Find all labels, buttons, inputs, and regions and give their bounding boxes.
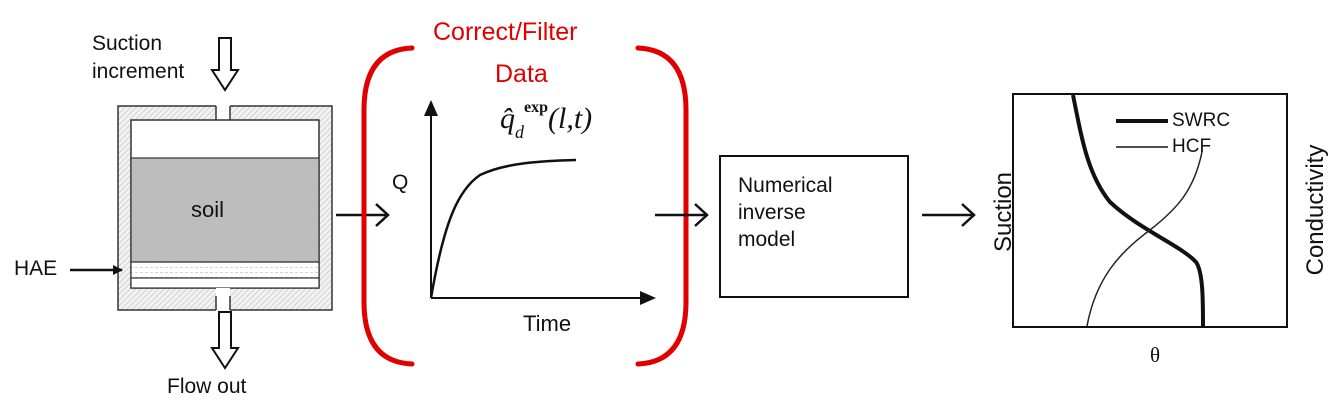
result-plot-frame [1012,93,1288,328]
hae-disk [130,261,320,279]
time-axis-label: Time [523,311,572,336]
equation-subscript: d [515,122,524,142]
equation-symbol: q̂ [500,102,515,135]
soil-label: soil [191,197,225,222]
flow-arrow-icon [336,203,390,227]
filter-bracket-right [635,45,689,367]
model-label-line2: inverse [738,201,806,224]
time-axis-arrowhead-icon [640,291,656,305]
legend-label-hcf: HCF [1172,136,1212,157]
equation-superscript: exp [524,99,548,116]
suction-axis-label: Suction [990,171,1017,253]
flow-out-label: Flow out [167,375,247,398]
test-cell [117,104,333,314]
bottom-port [216,288,230,314]
q-axis-arrowhead-icon [424,100,438,116]
model-box [719,155,909,298]
result-plot [1012,93,1288,328]
soil-layer [130,157,320,263]
outflow-curve [429,158,577,299]
outflow-equation: q̂dexp(l,t) [500,100,593,148]
conductivity-axis-label: Conductivity [1302,144,1329,276]
legend-label-swrc: SWRC [1172,110,1231,131]
flow-arrow-icon [655,203,709,227]
hcf-curve [1086,151,1203,327]
model-label-line3: model [738,228,796,251]
filter-bracket [361,45,689,367]
theta-axis-label: θ [1150,343,1161,367]
suction-label-line2: increment [92,60,185,83]
model-label-line1: Numerical [738,174,833,197]
q-axis-label: Q [392,171,409,194]
filter-label-line1: Correct/Filter [433,18,578,46]
hae-label: HAE [14,257,58,280]
base-plate [130,277,320,289]
model-box-label: Numerical inverse model [738,172,833,253]
equation-args: (l,t) [548,102,593,135]
flow-plot [424,100,656,305]
filter-label-line2: Data [495,60,548,88]
suction-arrow-icon [210,37,240,92]
flow-arrow-icon [922,203,976,227]
filter-bracket-left [361,45,415,367]
flow-out-arrow-icon [210,311,240,370]
suction-label-line1: Suction [92,32,163,55]
